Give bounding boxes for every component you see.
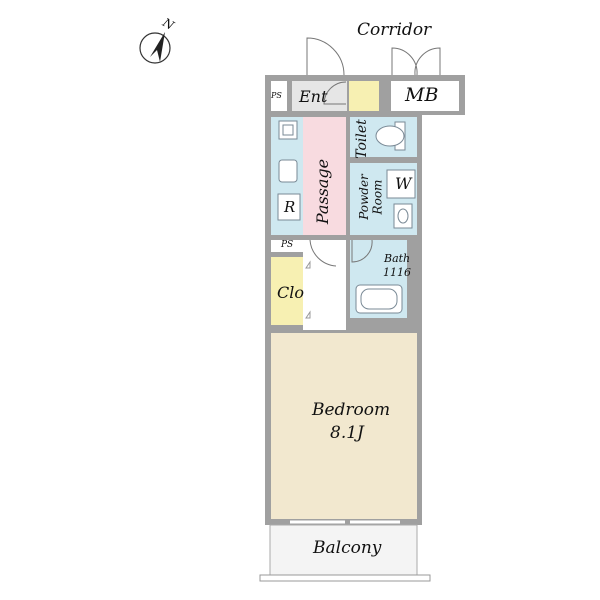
refrigerator-label: R	[284, 198, 296, 216]
bedroom-size-label: 8.1J	[330, 423, 364, 443]
bedroom-area	[271, 333, 417, 519]
inner-door-icon	[323, 81, 347, 105]
washer-icon	[386, 169, 416, 199]
passage-label: Passage	[313, 158, 333, 225]
bath-size-label: 1116	[383, 266, 411, 279]
bedroom-label: Bedroom	[312, 400, 391, 420]
mb-door-icon	[391, 47, 441, 76]
mb-label: MB	[405, 84, 439, 106]
bath-label: Bath	[384, 252, 411, 265]
entrance-label: Ent	[299, 87, 328, 106]
north-arrow-icon	[139, 32, 171, 64]
bathtub-icon	[355, 284, 403, 314]
toilet-label: Toilet	[353, 119, 370, 159]
ps-top-area	[271, 81, 287, 111]
ps-top-label: PS	[271, 91, 282, 100]
shoe-box	[349, 81, 379, 111]
closet-area	[271, 257, 303, 325]
washer-label: W	[395, 174, 412, 193]
ps-mid-area	[271, 240, 303, 252]
powder-room-label-1: Powder	[356, 174, 371, 220]
basin-icon	[393, 203, 413, 229]
refrigerator-icon	[277, 193, 301, 221]
sink-icon	[278, 120, 298, 140]
balcony-rail	[259, 574, 431, 582]
powder-room-label-2: Room	[370, 179, 385, 215]
toilet-icon	[375, 121, 406, 151]
closet-label: Clo	[277, 283, 304, 302]
mb-area	[391, 81, 459, 111]
entrance-area	[292, 81, 347, 111]
ps-mid-label: PS	[281, 240, 294, 250]
closet-hanger-icon	[305, 260, 311, 319]
corridor-label: Corridor	[357, 20, 432, 40]
stove-icon	[278, 159, 298, 183]
entrance-door-icon	[306, 37, 345, 76]
balcony-label: Balcony	[313, 538, 382, 558]
bath-door-icon	[351, 239, 373, 263]
passage-area	[303, 117, 346, 235]
passage-door-icon	[309, 239, 337, 267]
